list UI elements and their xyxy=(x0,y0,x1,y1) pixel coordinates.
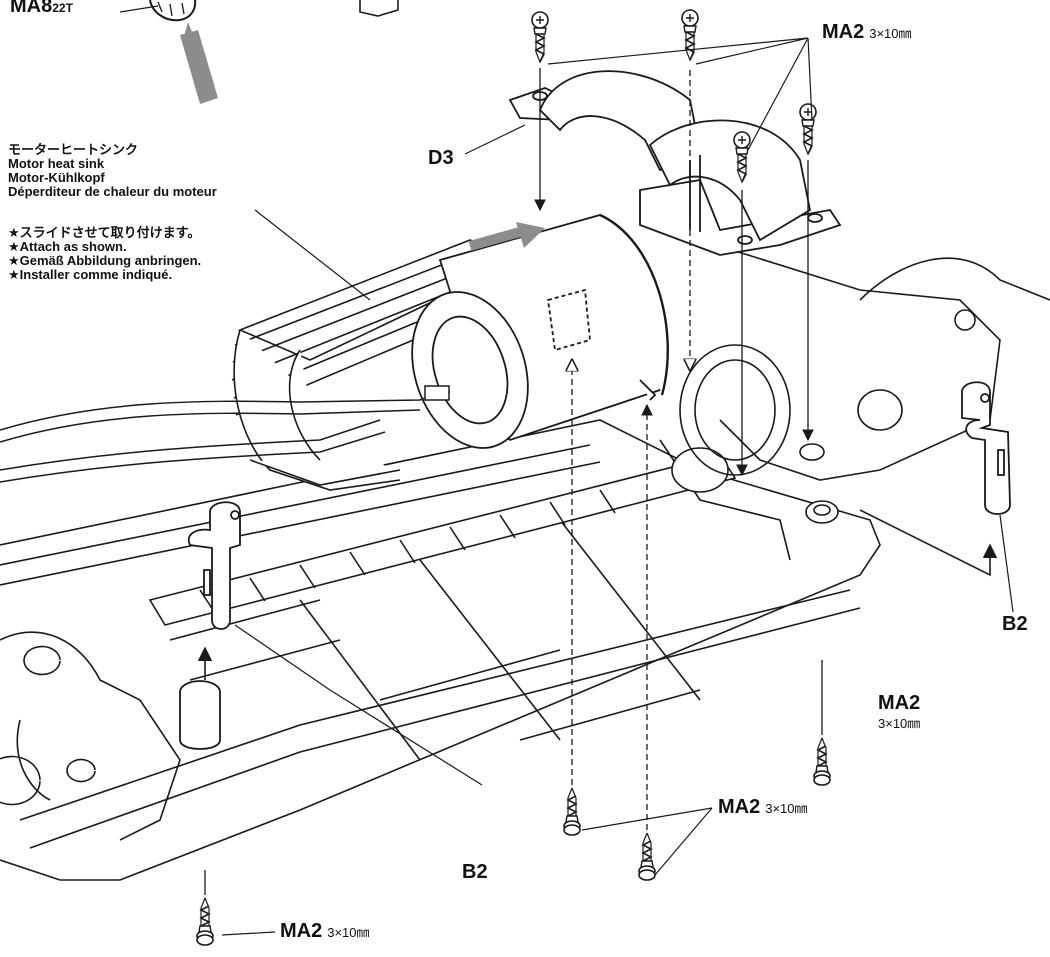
label-d3: D3 xyxy=(428,147,454,169)
grease-tube-icon xyxy=(180,30,218,104)
screw-bottom-mid-1-icon xyxy=(563,787,581,836)
gear-part-partial xyxy=(149,0,197,22)
part-partial-top xyxy=(359,0,399,17)
label-ma2-right: MA2 3×10㎜ xyxy=(878,692,921,731)
body-post-b2-left xyxy=(187,501,241,630)
instruction-note: ★スライドさせて取り付けます。 ★Attach as shown. ★Gemäß… xyxy=(8,225,202,282)
screw-right-icon xyxy=(813,737,831,786)
screw-bottom-left-icon xyxy=(196,897,214,946)
motor-wires xyxy=(0,385,451,483)
arrow-b2-right xyxy=(859,509,998,577)
label-ma8: MA822T xyxy=(10,0,73,17)
screw-insertion-lines xyxy=(204,68,823,895)
body-post-mount-left xyxy=(179,680,221,750)
screw-bottom-mid-2-icon xyxy=(638,832,656,881)
leader-lines xyxy=(119,5,1014,936)
motor xyxy=(411,213,669,449)
slide-direction-arrowhead xyxy=(516,222,545,248)
screw-top-2-icon xyxy=(681,9,699,61)
heatsink-label: モーターヒートシンク Motor heat sink Motor-Kühlkop… xyxy=(8,142,217,199)
drive-shaft xyxy=(148,447,737,626)
screw-top-1-icon xyxy=(531,11,549,63)
slide-direction-arrow xyxy=(468,227,522,251)
body-post-b2-right xyxy=(961,381,1011,515)
screw-top-4-icon xyxy=(799,103,817,155)
gearbox-housing xyxy=(679,239,1050,524)
label-b2-left: B2 xyxy=(462,861,488,883)
label-b2-right: B2 xyxy=(1002,613,1028,635)
grease-tube-nozzle-icon xyxy=(183,22,194,40)
